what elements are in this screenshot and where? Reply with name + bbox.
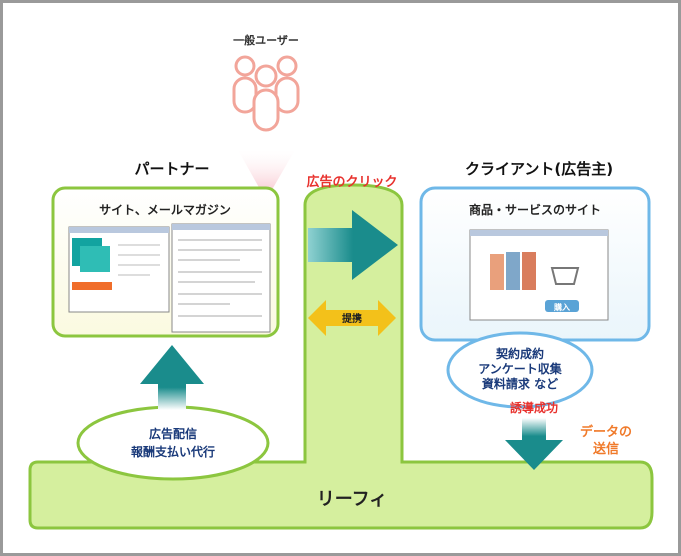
client-box-label: 商品・サービスのサイト [469, 202, 601, 217]
hub-shape [28, 183, 654, 530]
double-arrow-icon [308, 300, 396, 336]
partner-title: パートナー [134, 160, 209, 178]
user-label: 一般ユーザー [233, 33, 299, 47]
goals-line3: 資料請求 など [482, 376, 558, 391]
partner-mail-image [171, 223, 271, 333]
hub-label: リーフィ [317, 489, 388, 510]
arrow-right-icon [308, 210, 398, 280]
link-label: 提携 [342, 312, 362, 325]
delivery-line2: 報酬支払い代行 [131, 444, 215, 459]
delivery-ellipse [76, 405, 270, 481]
data-send-line1: データの [580, 424, 632, 440]
client-site-image [469, 229, 609, 321]
goals-line2: アンケート収集 [478, 361, 563, 376]
client-title: クライアント(広告主) [465, 160, 613, 178]
arrow-down-icon [505, 418, 563, 470]
funnel-shape [238, 150, 295, 200]
data-send-line2: 送信 [592, 441, 619, 457]
users-group-icon [232, 55, 300, 132]
arrow-up-icon [140, 345, 204, 410]
goals-ellipse [446, 331, 594, 409]
buy-button: 購入 [553, 302, 570, 312]
success-label: 誘導成功 [510, 400, 558, 415]
delivery-line1: 広告配信 [149, 426, 197, 441]
click-label: 広告のクリック [306, 174, 397, 190]
partner-box-label: サイト、メールマガジン [99, 202, 231, 217]
partner-site-image [68, 226, 170, 313]
goals-line1: 契約成約 [495, 346, 544, 361]
